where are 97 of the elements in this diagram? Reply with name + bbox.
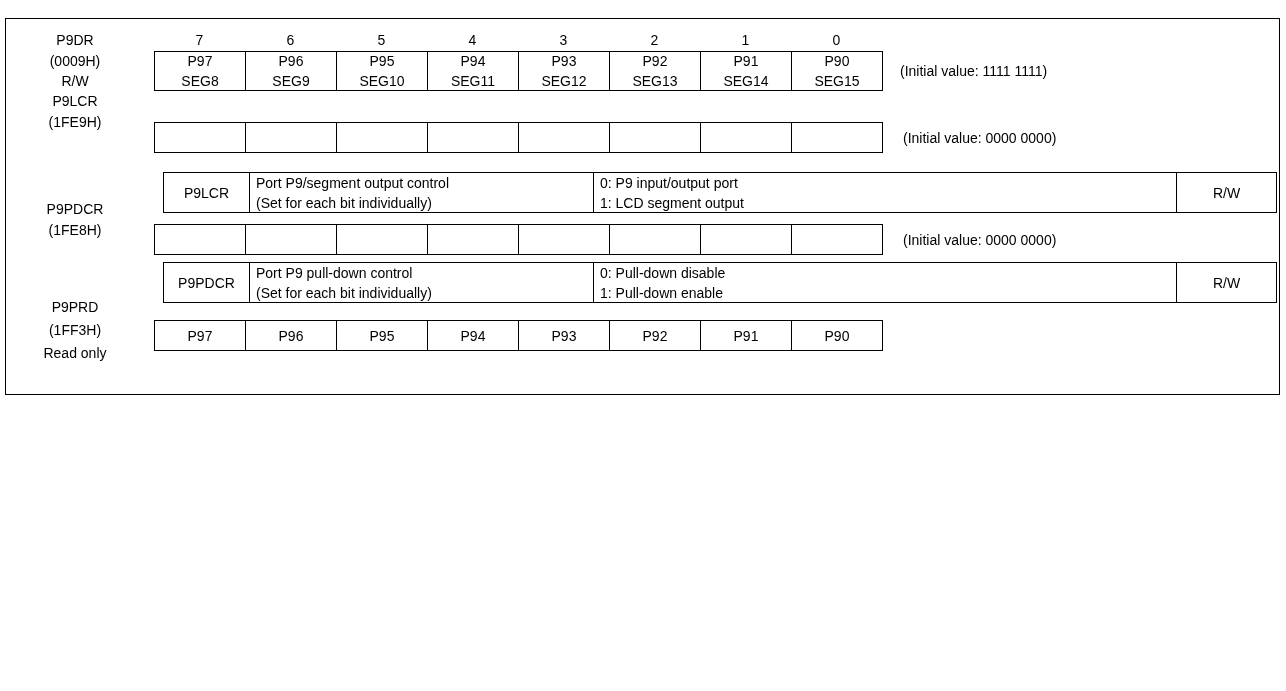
cell-text: SEG12: [541, 72, 587, 91]
cell-text: 1: Pull-down enable: [600, 283, 723, 303]
register-cell: [249, 172, 594, 213]
register-cell: [1176, 262, 1277, 303]
register-cell: [593, 172, 1177, 213]
register-bit-cell: [154, 122, 246, 153]
register-cell: [249, 262, 594, 303]
register-cell: [163, 262, 250, 303]
cell-text: P97: [187, 326, 213, 346]
cell-text: R/W: [1212, 273, 1241, 293]
register-name: P9LCR: [52, 93, 98, 109]
register-bit-cell: [700, 122, 792, 153]
register-bit-cell: [427, 224, 519, 255]
register-bit-cell: [791, 224, 883, 255]
cell-text: P94: [460, 52, 486, 71]
bit-number: 7: [195, 32, 204, 48]
cell-text: SEG8: [181, 72, 219, 91]
cell-text: P94: [460, 326, 486, 346]
bit-number: 6: [286, 32, 295, 48]
register-cell: [163, 172, 250, 213]
register-address: (1FE9H): [48, 114, 102, 130]
register-cell: [336, 51, 428, 91]
register-cell: [427, 51, 519, 91]
register-bit-cell: [609, 122, 701, 153]
bit-number: 2: [650, 32, 659, 48]
bit-number: 0: [832, 32, 841, 48]
cell-text: SEG10: [359, 72, 405, 91]
cell-text: P97: [187, 52, 213, 71]
register-bit-cell: [700, 224, 792, 255]
register-address: (1FE8H): [48, 222, 102, 238]
cell-text: (Set for each bit individually): [256, 283, 432, 303]
cell-text: P9LCR: [183, 183, 230, 203]
cell-text: SEG11: [450, 72, 496, 91]
register-address: (1FF3H): [48, 322, 102, 338]
register-cell: [609, 320, 701, 351]
cell-text: P93: [551, 52, 577, 71]
register-cell: [791, 51, 883, 91]
register-bit-cell: [518, 122, 610, 153]
register-cell: [518, 320, 610, 351]
register-bit-cell: [245, 122, 337, 153]
cell-text: P90: [824, 326, 850, 346]
bit-number: 5: [377, 32, 386, 48]
cell-text: P96: [278, 326, 304, 346]
cell-text: (Set for each bit individually): [256, 193, 432, 213]
cell-text: R/W: [1212, 183, 1241, 203]
register-cell: [791, 320, 883, 351]
register-bit-cell: [245, 224, 337, 255]
bit-number: 3: [559, 32, 568, 48]
cell-text: P91: [733, 326, 759, 346]
register-cell: [593, 262, 1177, 303]
cell-text: Port P9 pull-down control: [256, 263, 413, 283]
register-cell: [1176, 172, 1277, 213]
cell-text: P92: [642, 52, 668, 71]
register-bit-cell: [336, 224, 428, 255]
register-bit-cell: [154, 224, 246, 255]
access-type: Read only: [43, 345, 107, 361]
cell-text: 0: P9 input/output port: [600, 173, 738, 193]
cell-text: P95: [369, 326, 395, 346]
cell-text: P91: [733, 52, 759, 71]
register-cell: [154, 51, 246, 91]
cell-text: SEG13: [632, 72, 678, 91]
register-cell: [700, 51, 792, 91]
register-cell: [336, 320, 428, 351]
register-address: (0009H): [49, 53, 101, 69]
register-cell: [154, 320, 246, 351]
register-name: P9DR: [56, 32, 94, 48]
cell-text: 0: Pull-down disable: [600, 263, 726, 283]
register-bit-cell: [518, 224, 610, 255]
register-cell: [518, 51, 610, 91]
register-bit-cell: [336, 122, 428, 153]
bit-number: 4: [468, 32, 477, 48]
cell-text: P92: [642, 326, 668, 346]
register-bit-cell: [427, 122, 519, 153]
cell-text: 1: LCD segment output: [600, 193, 744, 213]
cell-text: P90: [824, 52, 850, 71]
initial-value-note: (Initial value: 1111 1111): [900, 63, 1048, 79]
cell-text: P95: [369, 52, 395, 71]
register-cell: [245, 51, 337, 91]
register-cell: [609, 51, 701, 91]
register-name: P9PDCR: [46, 201, 104, 217]
cell-text: P93: [551, 326, 577, 346]
cell-text: SEG9: [272, 72, 310, 91]
register-name: P9PRD: [51, 299, 99, 315]
register-cell: [700, 320, 792, 351]
initial-value-note: (Initial value: 0000 0000): [903, 232, 1057, 248]
bit-number: 1: [741, 32, 750, 48]
initial-value-note: (Initial value: 0000 0000): [903, 130, 1057, 146]
cell-text: SEG14: [723, 72, 769, 91]
cell-text: SEG15: [814, 72, 860, 91]
cell-text: Port P9/segment output control: [256, 173, 449, 193]
cell-text: P96: [278, 52, 304, 71]
register-bit-cell: [609, 224, 701, 255]
access-type: R/W: [61, 73, 89, 89]
register-cell: [245, 320, 337, 351]
cell-text: P9PDCR: [178, 273, 235, 293]
register-cell: [427, 320, 519, 351]
register-bit-cell: [791, 122, 883, 153]
